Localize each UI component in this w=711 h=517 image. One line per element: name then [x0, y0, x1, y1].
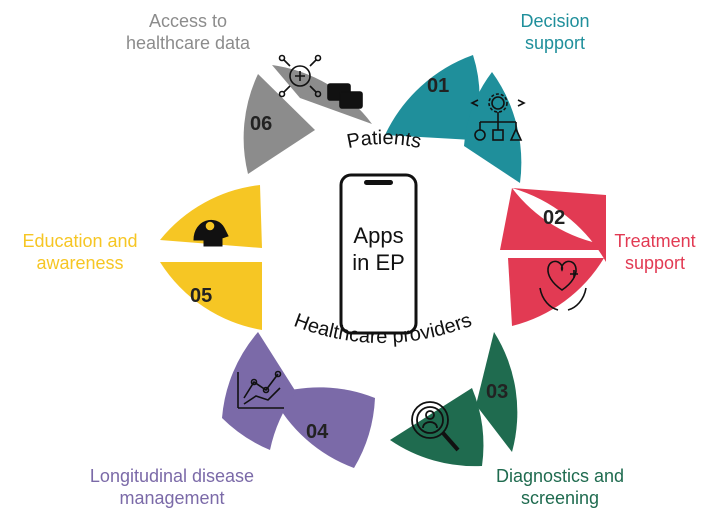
label-education-line2: awareness [36, 253, 124, 273]
label-longitudinal-disease-management: Longitudinal disease management [72, 465, 272, 509]
label-education-line1: Education and [22, 231, 138, 251]
segment-04-number: 04 [306, 421, 329, 443]
label-diagnostics-screening: Diagnostics and screening [470, 465, 650, 509]
label-diagnostics-screening-line2: screening [520, 488, 600, 508]
segment-03: 03 [390, 332, 518, 467]
label-treatment-support-line2: support [624, 253, 686, 273]
segment-01: 01 [385, 55, 526, 183]
arc-label-patients: Patients [345, 127, 423, 153]
label-access-line1: Access to [148, 11, 228, 31]
center-title-line2: in EP [352, 250, 405, 275]
segment-04: 04 [222, 332, 375, 468]
segment-06-icon-petal [272, 65, 372, 124]
segment-02-number-petal [500, 188, 606, 262]
segment-03-number: 03 [486, 381, 508, 403]
phone-illustration: Apps in EP [339, 173, 418, 335]
segment-06-number-petal [243, 74, 315, 174]
segment-04-number-petal [272, 387, 375, 468]
network-chat-icon [278, 54, 363, 109]
label-access-line2: healthcare data [125, 33, 251, 53]
head-bulb-icon [193, 219, 229, 247]
heart-in-hands-icon [539, 260, 587, 311]
label-decision-support-line1: Decision [520, 11, 590, 31]
phone-notch [364, 180, 393, 185]
segment-05-icon-petal [160, 185, 262, 248]
segment-04-icon-petal [222, 332, 296, 450]
line-chart-icon [237, 370, 284, 409]
segment-01-number-petal [385, 55, 480, 140]
segment-05-number: 05 [190, 285, 212, 307]
label-treatment-support: Treatment support [600, 230, 710, 274]
hierarchy-gear-icon [470, 93, 526, 141]
phone-frame [339, 173, 418, 335]
label-longitudinal-line2: management [119, 488, 225, 508]
label-treatment-support-line1: Treatment [614, 231, 696, 251]
label-longitudinal-line1: Longitudinal disease [89, 466, 255, 486]
label-education-awareness: Education and awareness [5, 230, 155, 274]
label-access-healthcare-data: Access to healthcare data [108, 10, 268, 54]
segment-06-number: 06 [250, 113, 272, 135]
segment-05-number-petal [160, 262, 262, 330]
segment-02-number: 02 [543, 207, 565, 229]
center-title-line1: Apps [353, 223, 403, 248]
segment-02: 02 [500, 188, 606, 326]
label-decision-support: Decision support [495, 10, 615, 54]
magnifier-person-icon [411, 401, 460, 452]
label-diagnostics-screening-line1: Diagnostics and [495, 466, 625, 486]
segment-02-icon-petal [508, 258, 604, 326]
segment-05: 05 [160, 185, 262, 330]
segment-01-number: 01 [427, 75, 449, 97]
segment-06: 06 [243, 54, 372, 174]
segment-01-icon-petal [464, 72, 522, 183]
segment-03-number-petal [476, 332, 518, 452]
label-decision-support-line2: support [524, 33, 586, 53]
